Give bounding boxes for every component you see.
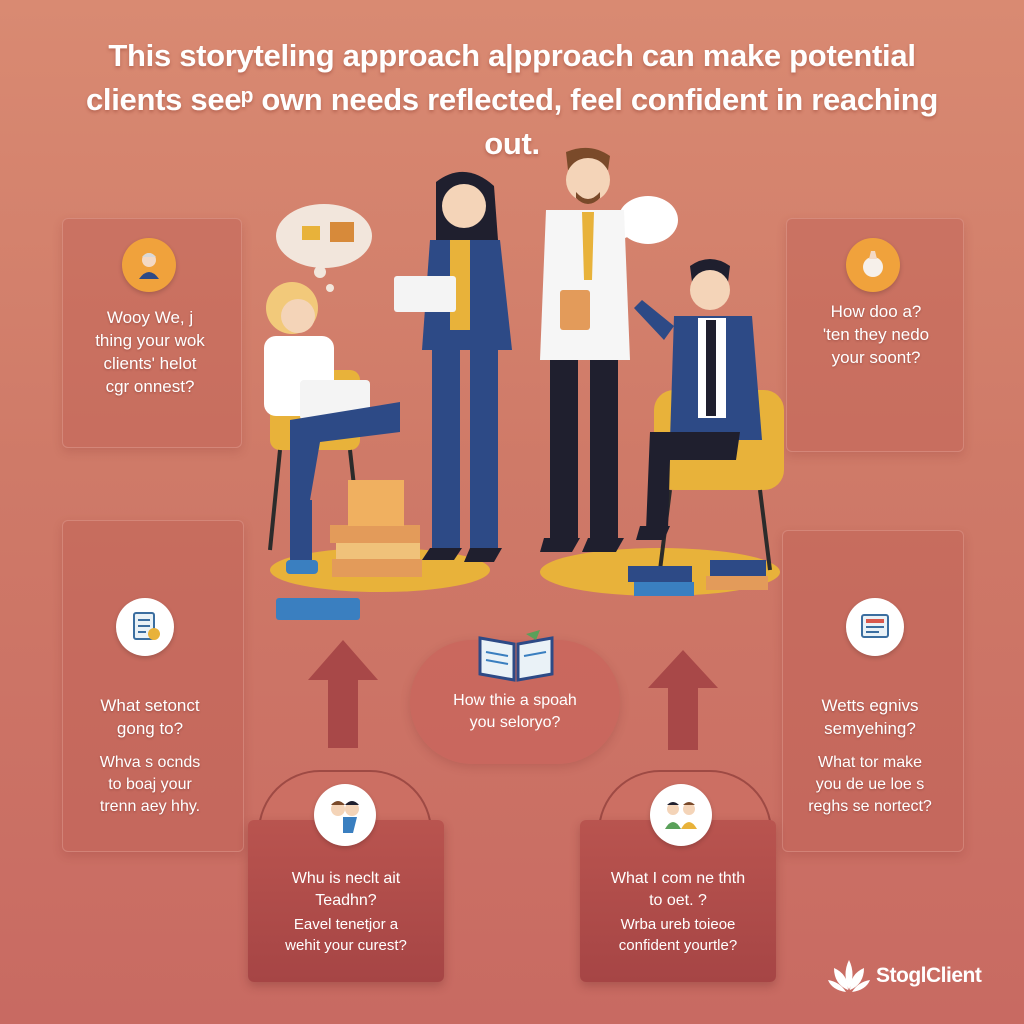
card-mid-right bbox=[782, 530, 964, 852]
headline-line-2: clients seeᵖ own needs reflected, feel c… bbox=[85, 82, 938, 161]
card-top-right-text: How doo a? 'ten they nedo your soont? bbox=[822, 302, 930, 367]
document-checklist-icon bbox=[116, 598, 174, 656]
card-mid-right-title: Wetts egnivs semyehing? bbox=[821, 696, 919, 738]
group-people-icon bbox=[650, 784, 712, 846]
person-avatar-icon bbox=[122, 238, 176, 292]
card-bottom-left bbox=[248, 820, 444, 982]
brand-name: StoglClient bbox=[876, 964, 982, 987]
thought-bubble bbox=[276, 204, 372, 268]
card-mid-right-body: What tor make you de ue loe s reghs se n… bbox=[808, 754, 932, 815]
card-bottom-right bbox=[580, 820, 776, 982]
idea-hand-icon bbox=[846, 238, 900, 292]
up-arrow-left bbox=[308, 640, 378, 748]
center-bubble-text: How thie a spoah you seloryo? bbox=[453, 692, 577, 731]
card-bottom-left-body: Eavel tenetjor a wehit your curest? bbox=[285, 916, 407, 954]
card-mid-left-title: What setonct gong to? bbox=[100, 696, 200, 738]
open-book-icon bbox=[478, 630, 554, 682]
speech-bubble bbox=[618, 196, 678, 244]
headline-line-1: This storyteling approach a|pproach can … bbox=[108, 38, 916, 73]
card-mid-left-body: Whva s ocnds to boaj your trenn aey hhy. bbox=[99, 754, 201, 815]
card-mid-left bbox=[62, 520, 244, 852]
card-bottom-right-title: What I com ne thth to oet. ? bbox=[610, 870, 746, 909]
people-chat-icon bbox=[314, 784, 376, 846]
brand-logo: StoglClient bbox=[826, 956, 982, 996]
up-arrow-right bbox=[648, 650, 718, 750]
card-bottom-left-title: Whu is neclt ait Teadhn? bbox=[291, 870, 401, 909]
card-bottom-right-body: Wrba ureb toieoe confident yourtle? bbox=[618, 916, 738, 954]
document-list-icon bbox=[846, 598, 904, 656]
card-top-left-text: Wooy We, j thing your wok clients' helot… bbox=[95, 308, 205, 396]
team-illustration bbox=[264, 147, 784, 620]
lotus-icon bbox=[828, 960, 870, 992]
headline: This storyteling approach a|pproach can … bbox=[60, 34, 964, 166]
